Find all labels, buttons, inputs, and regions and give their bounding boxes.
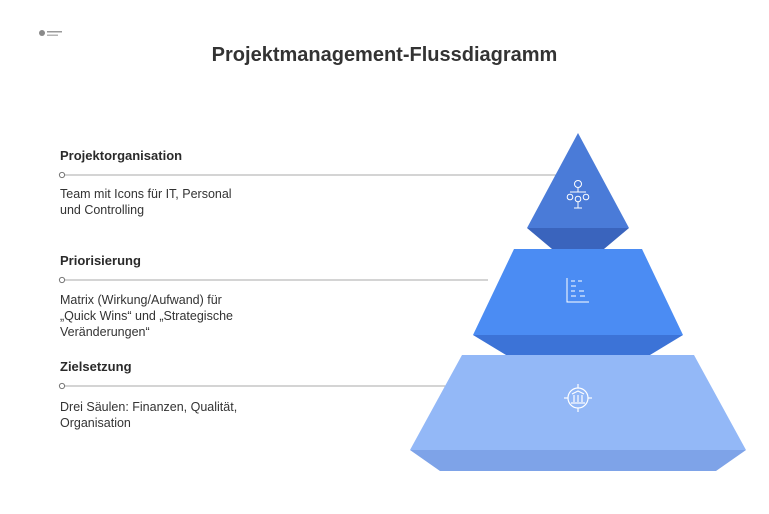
description-line: Veränderungen“ [60, 325, 150, 339]
description-line: Organisation [60, 416, 131, 430]
connector-line-projektorganisation [58, 171, 556, 179]
description-line: Matrix (Wirkung/Aufwand) für [60, 293, 222, 307]
connector-line-zielsetzung [58, 382, 448, 390]
description-line: Drei Säulen: Finanzen, Qualität, [60, 400, 238, 414]
brand-logo [39, 30, 62, 36]
target-pillars-icon [564, 384, 592, 412]
pyramid-tier-zielsetzung [410, 355, 746, 471]
pyramid-tier-projektorganisation [527, 133, 629, 249]
description-line: und Controlling [60, 203, 145, 217]
page-title: Projektmanagement-Flussdiagramm [211, 44, 558, 66]
matrix-chart-icon [566, 278, 589, 303]
description-line: „Quick Wins“ und „Strategische [60, 309, 233, 323]
level-description-priorisierung: Matrix (Wirkung/Aufwand) für „Quick Wins… [60, 292, 260, 340]
level-title-priorisierung: Priorisierung [60, 253, 141, 268]
connector-line-priorisierung [58, 276, 488, 284]
level-description-projektorganisation: Team mit Icons für IT, Personal und Cont… [60, 186, 260, 218]
description-line: Team mit Icons für IT, Personal [60, 187, 232, 201]
level-title-projektorganisation: Projektorganisation [60, 148, 183, 163]
pyramid-tier-priorisierung [473, 249, 683, 355]
org-chart-icon [566, 180, 590, 209]
level-title-zielsetzung: Zielsetzung [60, 359, 132, 374]
level-description-zielsetzung: Drei Säulen: Finanzen, Qualität, Organis… [60, 399, 260, 431]
